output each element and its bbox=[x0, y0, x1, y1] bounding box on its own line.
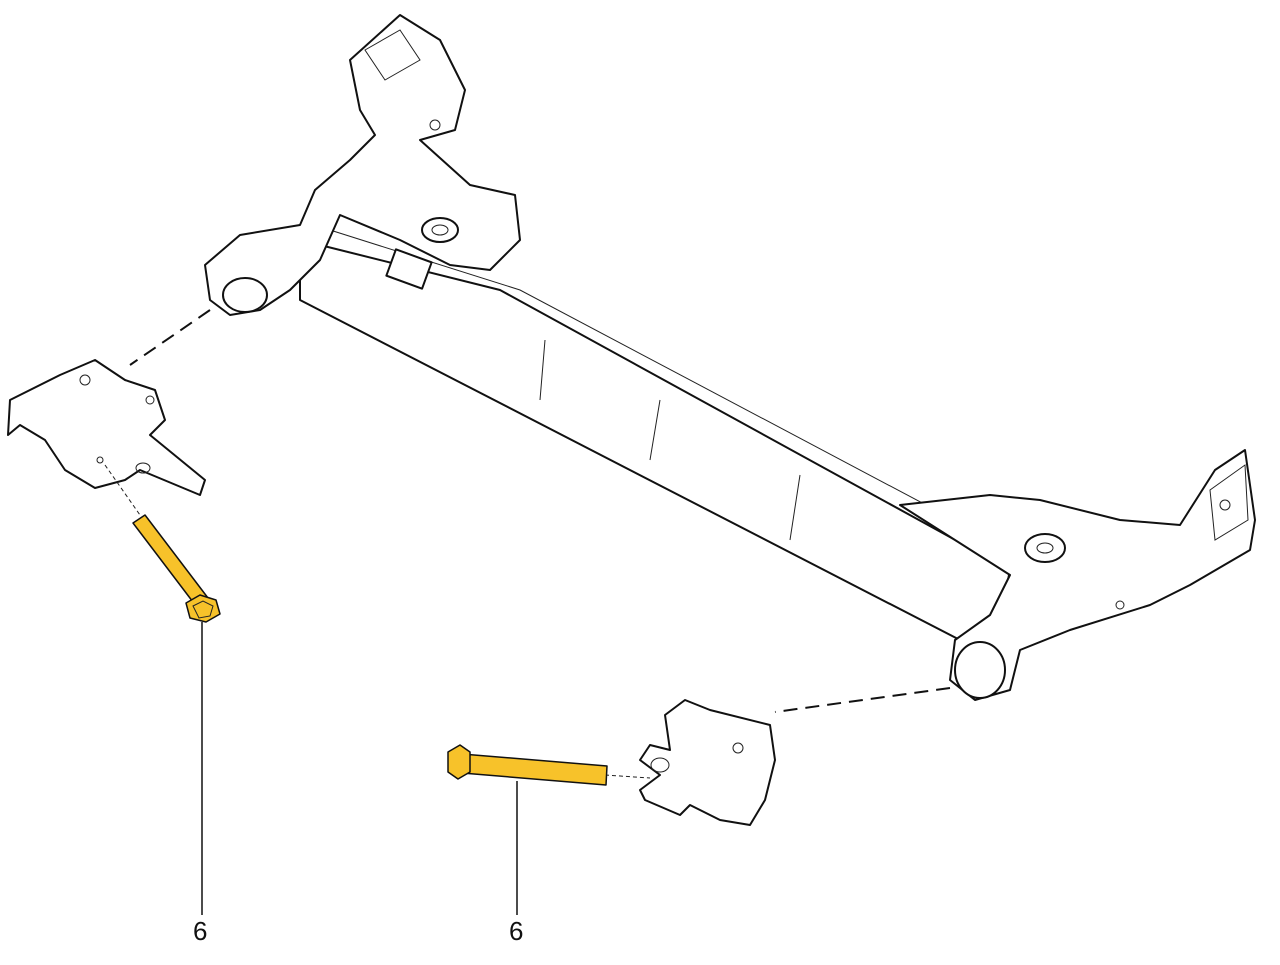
axis-line-left-bolt bbox=[104, 464, 141, 516]
right-trailing-arm bbox=[899, 449, 1256, 701]
right-mounting-bracket bbox=[639, 699, 776, 826]
left-mounting-bracket bbox=[7, 359, 206, 496]
callout-label-left-bolt: 6 bbox=[193, 916, 208, 946]
alignment-line-left bbox=[129, 309, 211, 366]
alignment-line-right bbox=[774, 687, 951, 713]
left-trailing-arm bbox=[204, 14, 521, 316]
bolt-right[interactable] bbox=[447, 744, 608, 786]
callout-label-right-bolt: 6 bbox=[509, 916, 524, 946]
axle-beam bbox=[299, 229, 1031, 641]
axis-line-right-bolt bbox=[604, 774, 651, 779]
bolt-left[interactable] bbox=[132, 514, 221, 623]
